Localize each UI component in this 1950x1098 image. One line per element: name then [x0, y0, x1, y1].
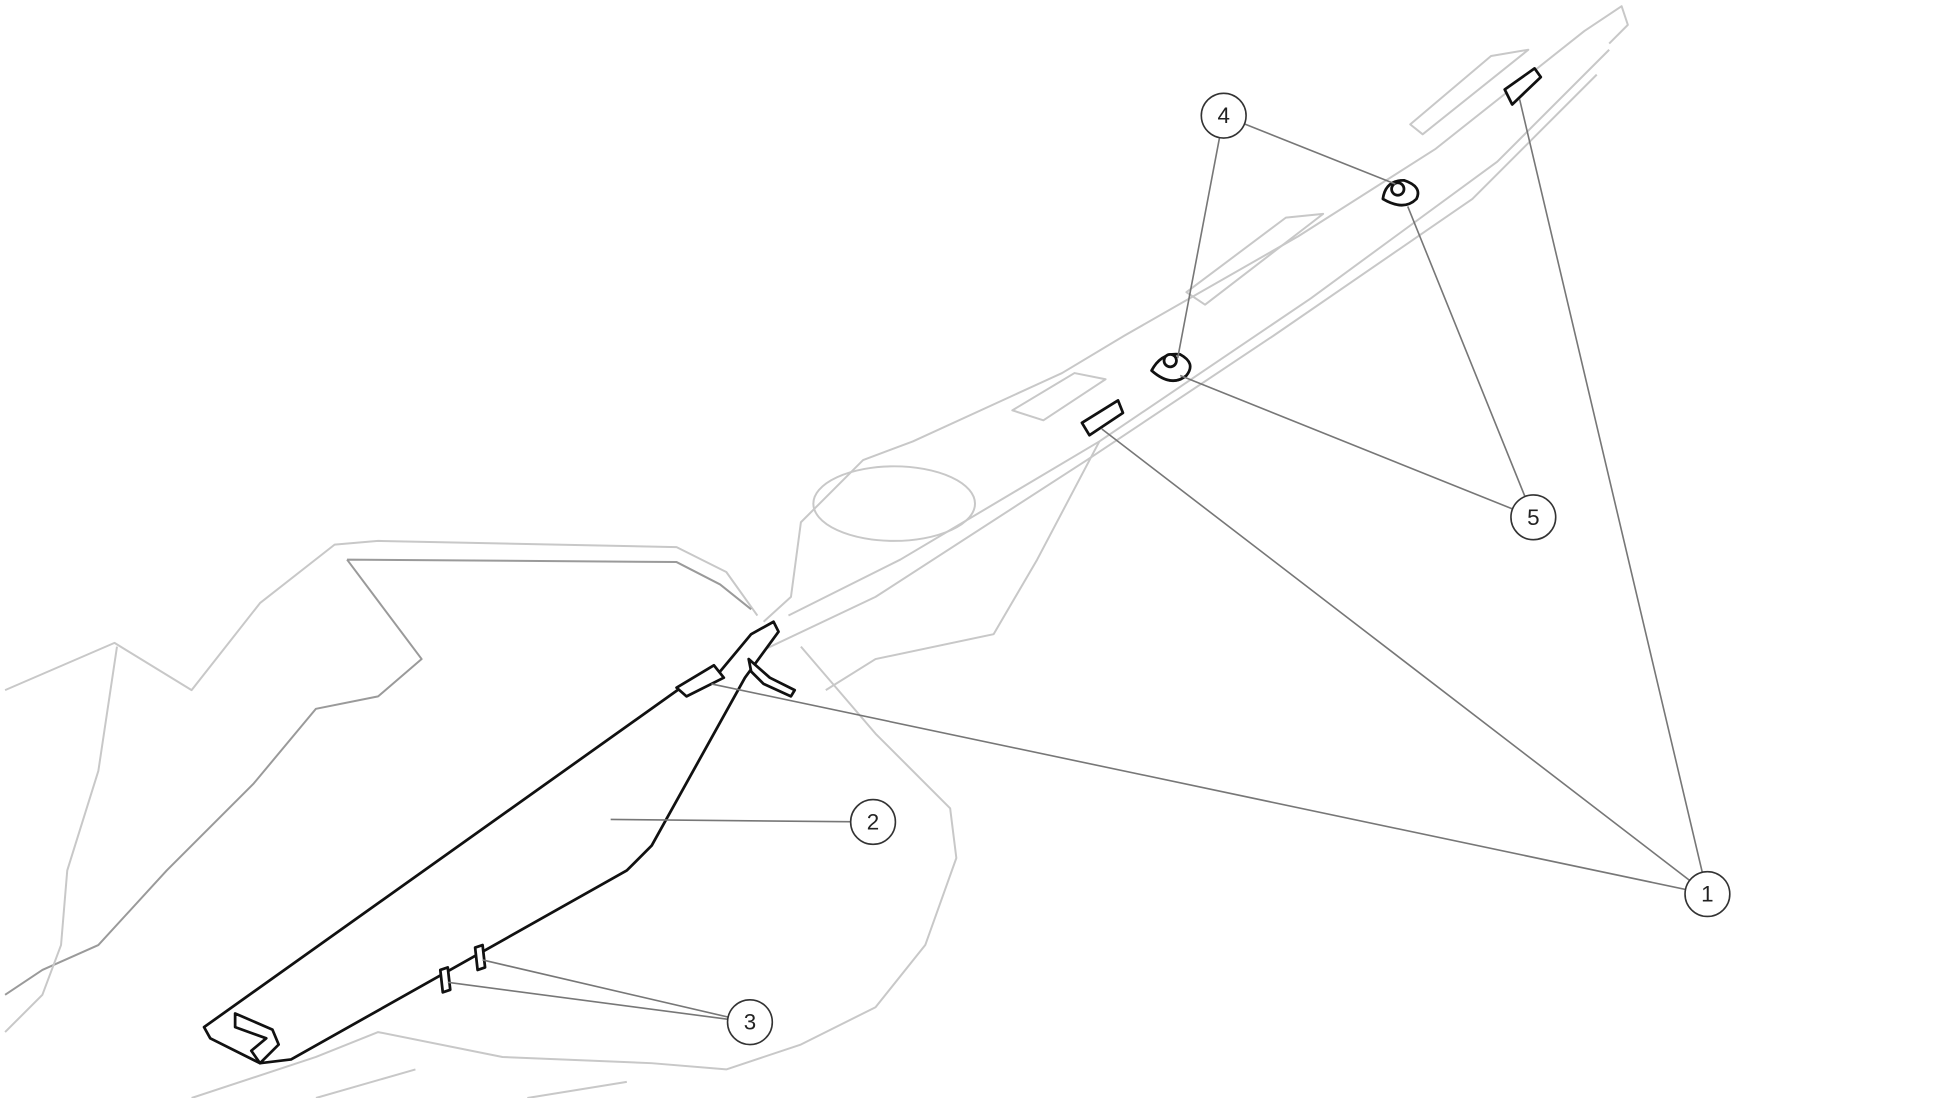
- callout-3: 3: [726, 998, 774, 1046]
- callout-4: 4: [1200, 92, 1247, 139]
- callout-2: 2: [849, 798, 897, 846]
- trim-panel-part-2: [202, 620, 797, 1065]
- leader-lines: [447, 99, 1709, 1023]
- svg-text:4: 4: [1217, 103, 1229, 128]
- svg-text:3: 3: [744, 1010, 756, 1035]
- svg-text:2: 2: [867, 809, 879, 834]
- callout-1: 1: [1684, 870, 1731, 918]
- svg-text:1: 1: [1701, 882, 1713, 907]
- pads-part-1: [1080, 67, 1543, 437]
- nuts-part-4-5: [1150, 178, 1420, 383]
- callout-5: 5: [1510, 494, 1557, 541]
- svg-text:5: 5: [1527, 505, 1539, 530]
- clips-part-3: [438, 943, 487, 994]
- vehicle-body-outline: [4, 5, 1629, 1098]
